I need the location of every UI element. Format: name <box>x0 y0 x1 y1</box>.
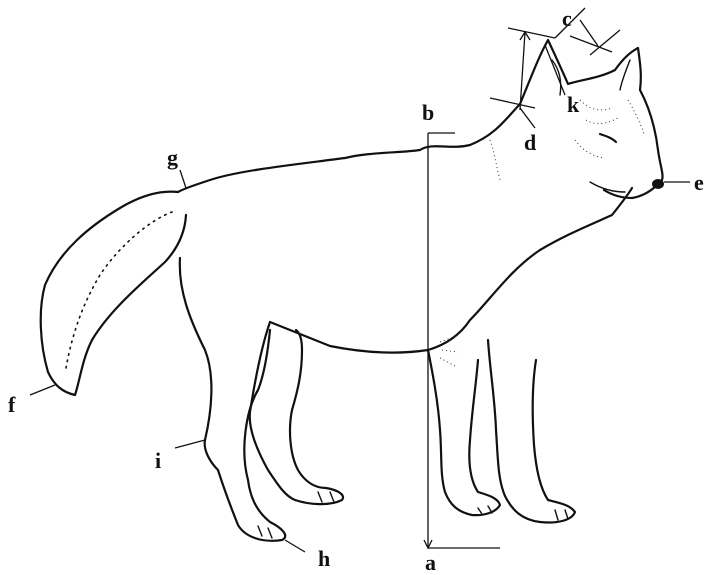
head <box>520 40 663 198</box>
neck-ref-line <box>490 98 535 108</box>
nose <box>652 179 664 189</box>
front-leg-near <box>488 340 575 523</box>
front-paw-near-toes <box>555 510 568 520</box>
pointer-f <box>30 385 55 395</box>
label-c: c <box>562 6 572 31</box>
pointer-i <box>175 440 205 448</box>
chest <box>428 188 632 350</box>
label-h: h <box>318 546 330 571</box>
ear-width-line <box>570 36 612 52</box>
hind-leg-far <box>180 258 285 541</box>
pointer-d <box>520 108 535 128</box>
label-f: f <box>8 392 16 417</box>
eye <box>600 134 616 142</box>
ear-top-line <box>508 28 555 38</box>
ear-right-line <box>590 30 620 55</box>
pointer-h <box>285 540 305 552</box>
front-leg-far <box>428 350 500 515</box>
hind-paw-far-toes <box>258 526 272 538</box>
labels: a b c d e f g h i k <box>8 6 704 575</box>
label-a: a <box>425 550 436 575</box>
tail <box>41 192 186 395</box>
ear-right-inner-line <box>620 60 630 90</box>
jaw-line <box>590 182 625 192</box>
measurement-lines <box>30 8 690 552</box>
back-line <box>178 104 520 192</box>
label-e: e <box>694 170 704 195</box>
pointer-g <box>180 170 186 188</box>
label-k: k <box>567 92 580 117</box>
label-i: i <box>155 448 161 473</box>
hind-paw-near-toes <box>318 492 334 502</box>
hind-leg-near <box>250 322 343 504</box>
label-g: g <box>167 145 178 170</box>
belly <box>270 322 428 353</box>
label-d: d <box>524 130 536 155</box>
ear-width-arrow <box>580 20 598 46</box>
label-b: b <box>422 100 434 125</box>
